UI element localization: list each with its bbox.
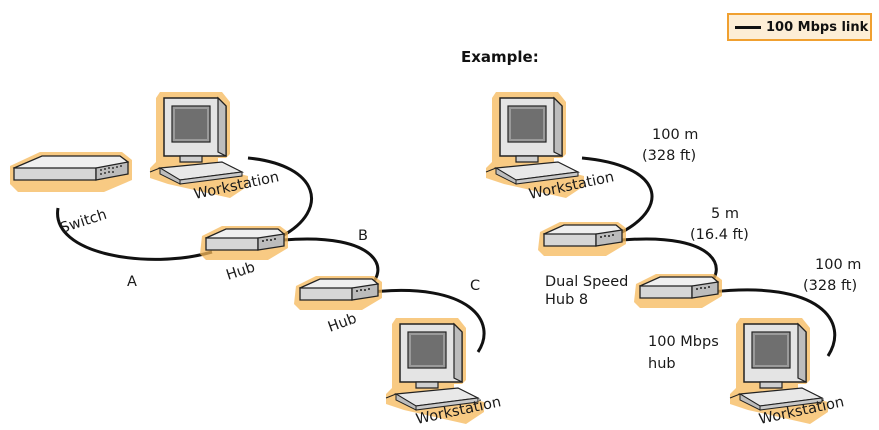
label-dual-speed-hub-line1: Dual Speed — [545, 274, 628, 290]
label-hub-2: Hub — [326, 311, 359, 336]
link-right-3 — [711, 288, 837, 357]
label-segment-a: A — [127, 274, 137, 290]
legend-box: 100 Mbps link — [727, 13, 872, 41]
legend-label: 100 Mbps link — [766, 19, 869, 35]
switch-icon — [9, 151, 133, 193]
label-distance-1-m: 100 m — [652, 127, 698, 143]
label-distance-3-ft: (328 ft) — [803, 278, 857, 294]
hub-icon — [199, 225, 289, 261]
label-distance-2-ft: (16.4 ft) — [690, 227, 749, 243]
label-distance-1-ft: (328 ft) — [642, 148, 696, 164]
label-switch: Switch — [58, 207, 109, 237]
label-segment-b: B — [358, 228, 368, 244]
legend-line-swatch — [735, 25, 761, 29]
hub-icon — [633, 273, 723, 309]
example-title: Example: — [461, 48, 539, 66]
label-segment-c: C — [470, 278, 480, 294]
link-a — [56, 207, 213, 261]
label-mbps-hub-line1: 100 Mbps — [648, 334, 719, 350]
label-distance-2-m: 5 m — [711, 206, 739, 222]
hub-icon — [293, 275, 383, 311]
label-distance-3-m: 100 m — [815, 257, 861, 273]
link-c — [371, 289, 486, 353]
label-dual-speed-hub-line2: Hub 8 — [545, 292, 588, 308]
link-right-1 — [581, 156, 654, 234]
link-ws-top-hub1 — [247, 156, 313, 238]
label-hub-1: Hub — [224, 260, 257, 284]
label-mbps-hub-line2: hub — [648, 356, 676, 372]
hub-icon — [537, 221, 627, 257]
